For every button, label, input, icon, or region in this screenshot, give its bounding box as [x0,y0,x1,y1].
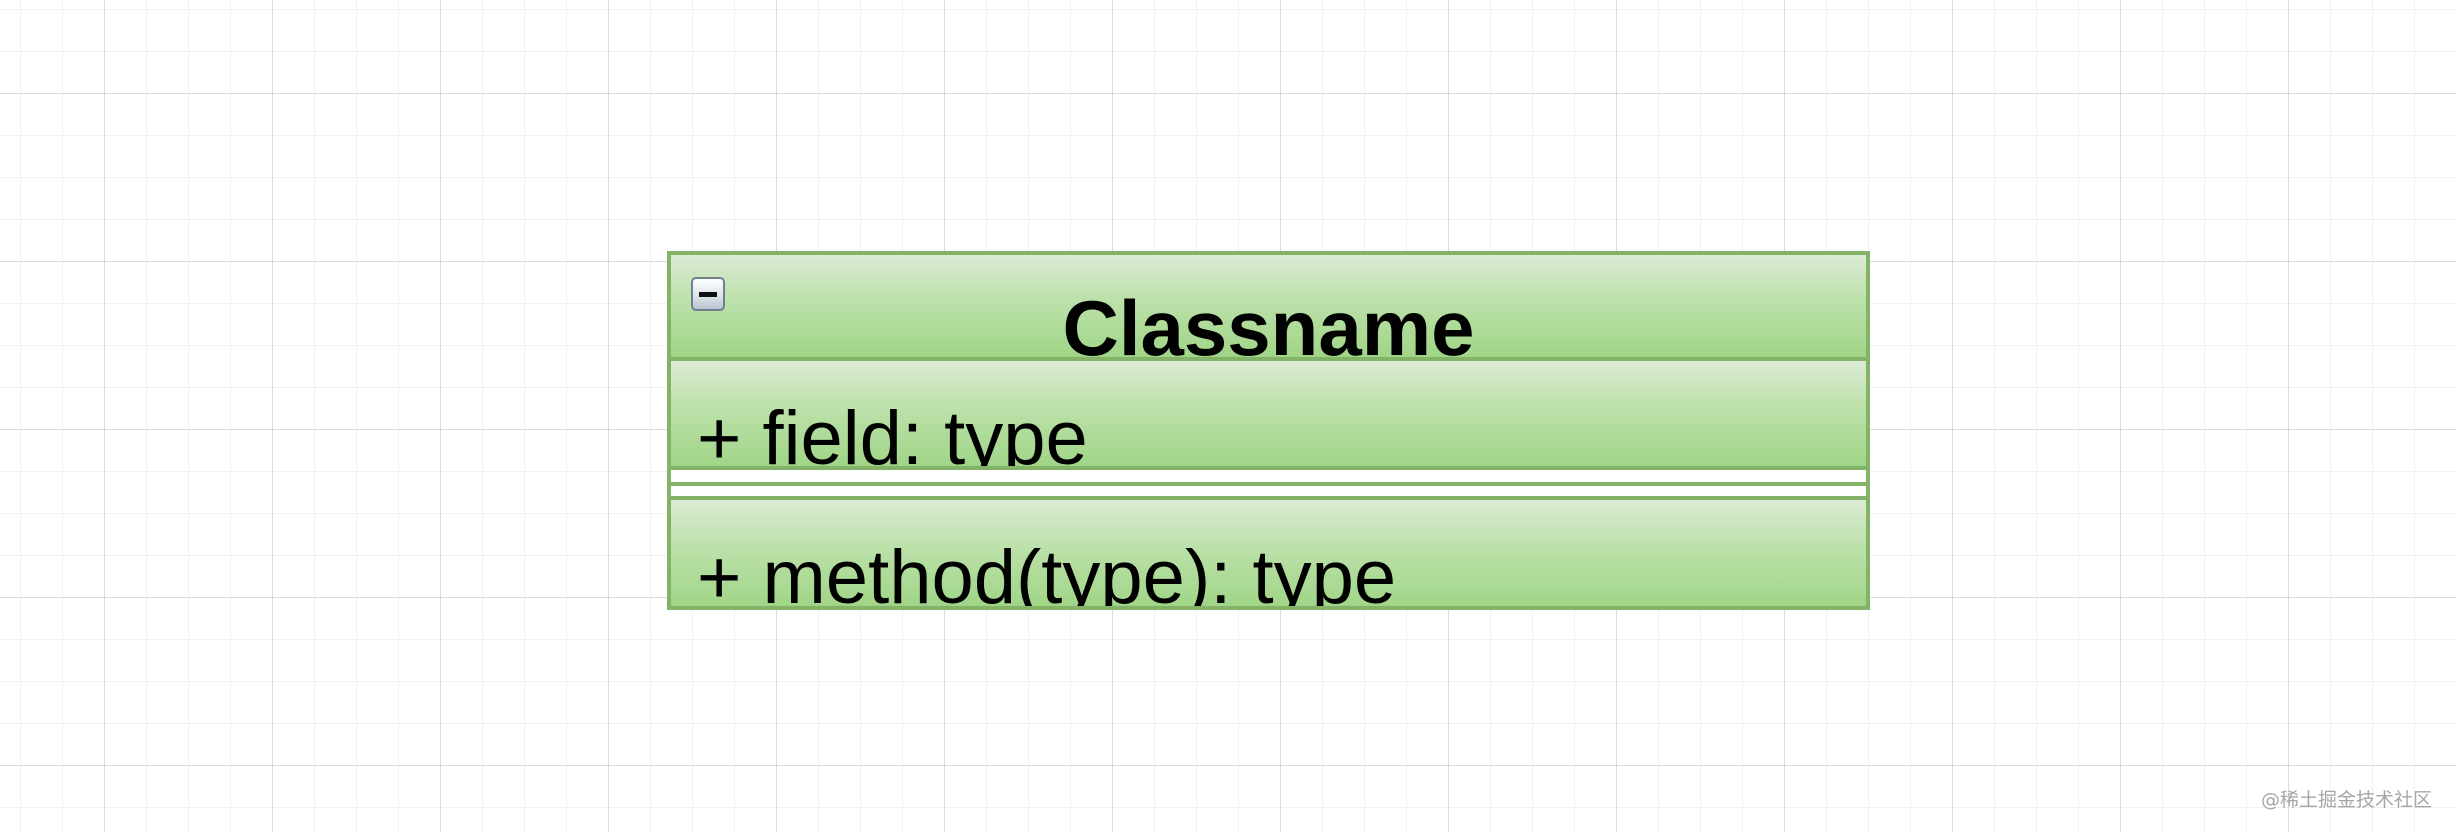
collapse-minus-icon[interactable] [691,277,725,311]
divider-line [671,482,1866,486]
uml-class-box[interactable]: Classname + field: type + method(type): … [667,251,1870,610]
divider-line-bottom [671,496,1866,500]
class-name: Classname [1062,284,1475,361]
class-header[interactable]: Classname [671,255,1866,361]
operation-method[interactable]: + method(type): type [697,535,1397,607]
attribute-field[interactable]: + field: type [697,396,1088,470]
compartment-divider [671,470,1866,500]
attributes-compartment[interactable]: + field: type [671,361,1866,470]
operations-compartment[interactable]: + method(type): type [671,500,1866,606]
watermark: @稀土掘金技术社区 [2260,789,2432,811]
